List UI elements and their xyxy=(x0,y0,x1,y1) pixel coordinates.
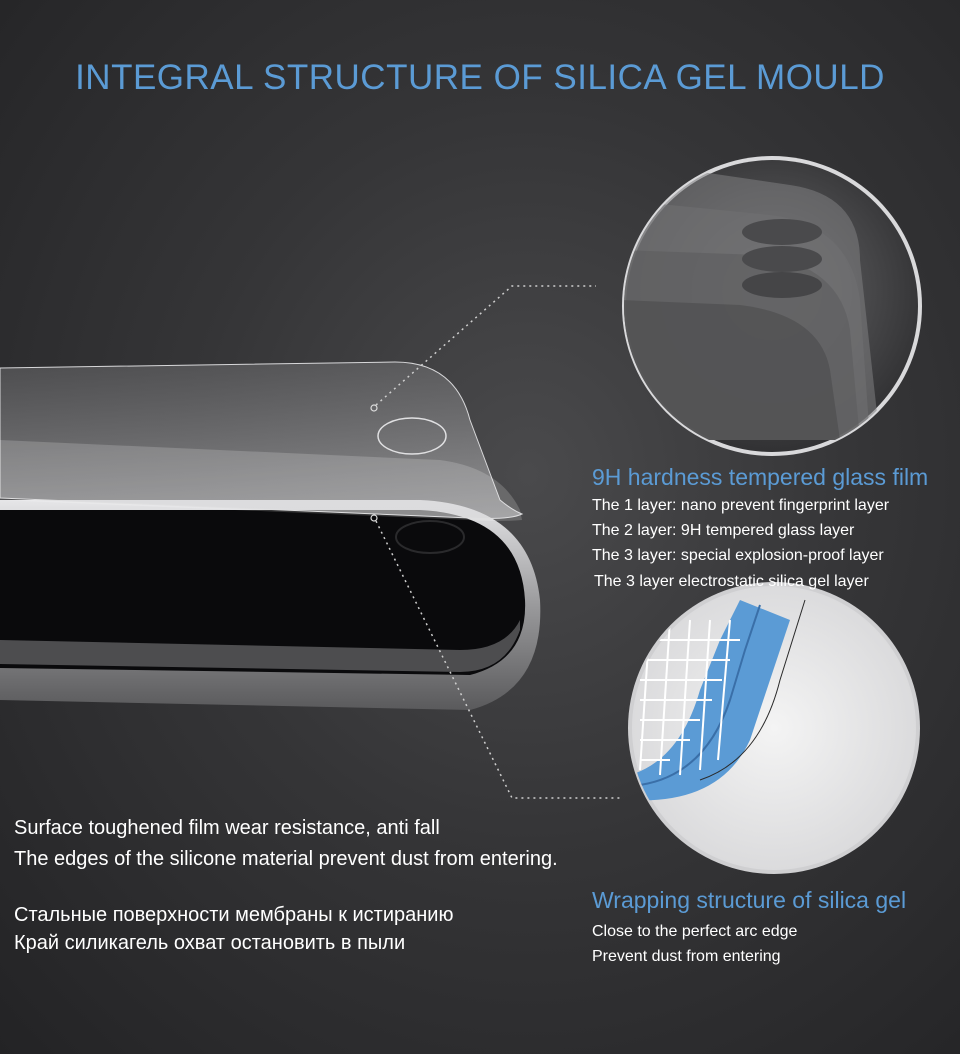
russian-line-1: Стальные поверхности мембраны к истирани… xyxy=(14,904,454,926)
english-line-2: The edges of the silicone material preve… xyxy=(14,848,558,870)
glass-layer-2: The 2 layer: 9H tempered glass layer xyxy=(592,522,855,539)
layers-detail-circle xyxy=(622,156,922,456)
english-line-1: Surface toughened film wear resistance, … xyxy=(14,817,440,839)
glass-film-heading: 9H hardness tempered glass film xyxy=(592,464,929,490)
glass-layer-4: The 3 layer electrostatic silica gel lay… xyxy=(594,573,869,590)
wrap-line-1: Close to the perfect arc edge xyxy=(592,923,798,940)
banner-title: INTEGRAL STRUCTURE OF SILICA GEL MOULD xyxy=(75,58,885,97)
glass-film xyxy=(0,361,524,521)
wrap-line-2: Prevent dust from entering xyxy=(592,948,781,965)
wrap-heading: Wrapping structure of silica gel xyxy=(592,887,907,913)
wrap-detail-circle xyxy=(628,582,920,874)
glass-layer-1: The 1 layer: nano prevent fingerprint la… xyxy=(592,497,890,514)
russian-line-2: Край силикагель охват остановить в пыли xyxy=(14,932,406,954)
glass-layer-3: The 3 layer: special explosion-proof lay… xyxy=(592,547,884,564)
phone-body xyxy=(0,500,541,710)
